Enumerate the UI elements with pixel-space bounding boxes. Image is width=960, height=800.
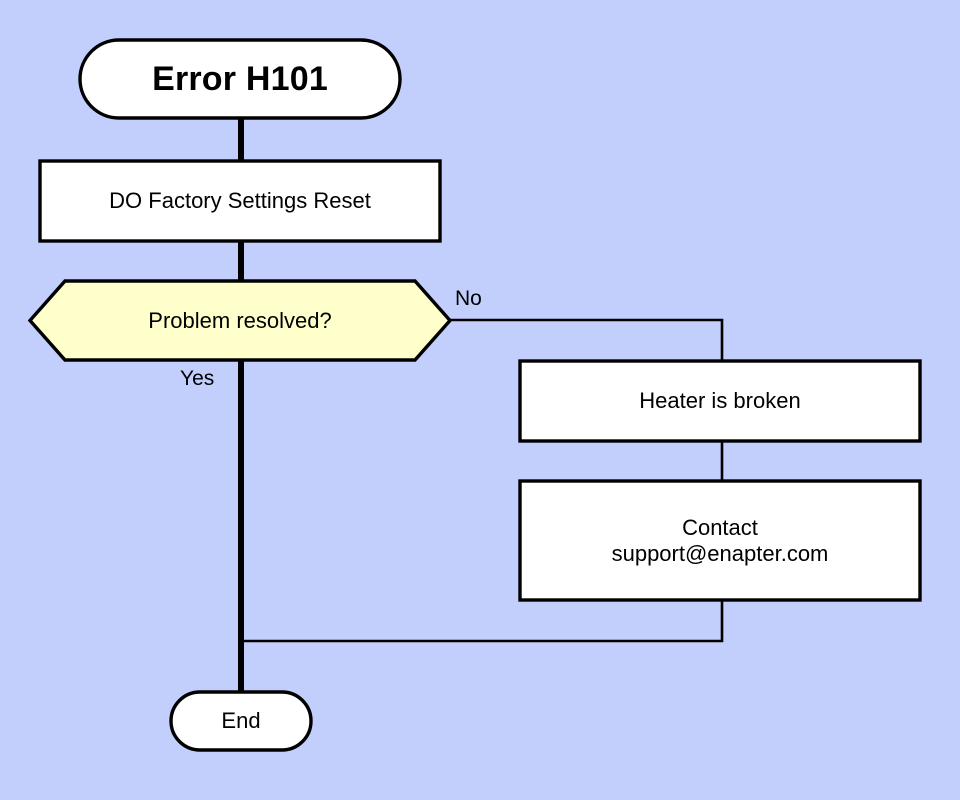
- node-decision-shape[interactable]: [27, 279, 453, 362]
- node-contact-shape[interactable]: [518, 479, 922, 602]
- node-start-shape[interactable]: [78, 38, 402, 120]
- node-end-shape[interactable]: [169, 690, 313, 752]
- node-reset-shape[interactable]: [38, 159, 442, 243]
- edge-contact-to-end: [241, 600, 724, 643]
- node-broken-shape[interactable]: [518, 359, 922, 443]
- edge-decision-no-to-broken: [450, 318, 724, 361]
